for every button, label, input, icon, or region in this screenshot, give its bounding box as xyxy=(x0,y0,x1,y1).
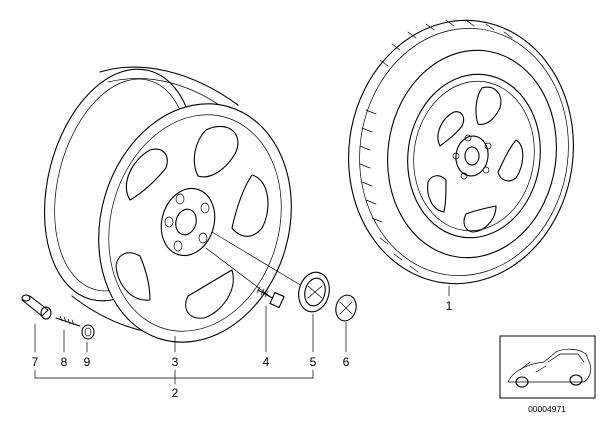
wheel-bolt xyxy=(460,172,468,180)
car-detail-lines xyxy=(519,361,547,373)
wheel-rim-inner xyxy=(413,80,535,232)
leader-lines xyxy=(34,285,450,385)
valve-part xyxy=(21,294,52,320)
rim-opening-3 xyxy=(185,269,234,319)
rim-bolt-hole xyxy=(173,240,183,252)
tire-sidewall xyxy=(387,49,557,259)
hub-cap-face xyxy=(304,277,326,307)
wheel-bolt xyxy=(452,152,460,160)
callout-5: 5 xyxy=(310,355,317,369)
rim-opening-4 xyxy=(115,252,151,301)
complete-wheel-drawing xyxy=(348,19,574,285)
hub-cap-axis-line xyxy=(211,231,303,287)
valve-insert-part xyxy=(55,315,81,327)
thumbnail-frame xyxy=(499,335,596,399)
wheel-opening-2 xyxy=(497,139,524,182)
wheel-bolt xyxy=(484,142,492,150)
callout-6: 6 xyxy=(343,355,350,369)
wheel-opening-4 xyxy=(427,175,447,213)
wheel-hub-cap xyxy=(464,146,480,166)
callout-8: 8 xyxy=(61,355,68,369)
wheel-bolt xyxy=(464,134,472,142)
rim-bolt-hole xyxy=(200,202,210,214)
wheel-opening-1 xyxy=(475,86,502,125)
callout-4: 4 xyxy=(263,355,270,369)
valve-cap-top xyxy=(84,327,92,337)
rim-opening-2 xyxy=(231,174,269,237)
rim-opening-1 xyxy=(193,125,239,178)
catalog-number: 00004971 xyxy=(528,404,566,414)
rim-drawing xyxy=(43,66,292,343)
callout-1: 1 xyxy=(446,299,453,313)
wheel-bolt xyxy=(482,166,490,174)
rim-hub xyxy=(160,187,216,257)
callout-3: 3 xyxy=(172,355,179,369)
wheel-hub xyxy=(455,135,489,177)
valve-cap xyxy=(21,294,31,302)
callout-2: 2 xyxy=(172,386,179,400)
valve-cap-part xyxy=(81,324,95,340)
tire-tread-pattern xyxy=(359,19,513,273)
hub-cap-part xyxy=(211,231,330,313)
rim-bolt-hole xyxy=(198,232,208,244)
valve-insert-stem xyxy=(55,317,81,327)
valve-insert-thread xyxy=(59,315,75,326)
car-rear-wheel xyxy=(569,374,583,386)
callout-7: 7 xyxy=(32,355,39,369)
rim-barrel-top xyxy=(99,66,239,106)
wheel-opening-3 xyxy=(463,205,497,233)
tire-tread-edge xyxy=(359,28,569,276)
bolt-head xyxy=(269,291,285,309)
vehicle-thumbnail: 00004971 xyxy=(499,335,596,414)
bolt-axis-line xyxy=(205,247,273,299)
rim-bolt-hole xyxy=(164,216,174,228)
rim-bolt-hole xyxy=(175,193,185,205)
hub-cap-rim xyxy=(298,271,330,313)
valve-cap-body xyxy=(81,324,95,340)
valve-seat xyxy=(40,306,52,320)
wheel-rim-face xyxy=(407,73,541,239)
bolt-thread xyxy=(256,286,269,298)
car-windows xyxy=(547,353,585,363)
callout-labels: 1 2 3 4 5 6 7 8 9 xyxy=(32,299,453,400)
wheel-opening-5 xyxy=(437,111,465,147)
car-front-wheel xyxy=(515,376,529,388)
rim-front-inner xyxy=(108,114,282,332)
emblem-part xyxy=(335,294,357,322)
rim-center-bore xyxy=(175,208,197,236)
rim-opening-5 xyxy=(125,148,168,201)
wheel-bolt-part xyxy=(205,247,285,309)
emblem-mark xyxy=(339,301,353,315)
callout-9: 9 xyxy=(84,355,91,369)
rim-front-face xyxy=(98,103,292,343)
tire-outer xyxy=(348,19,574,285)
hub-cap-emblem xyxy=(307,285,323,299)
